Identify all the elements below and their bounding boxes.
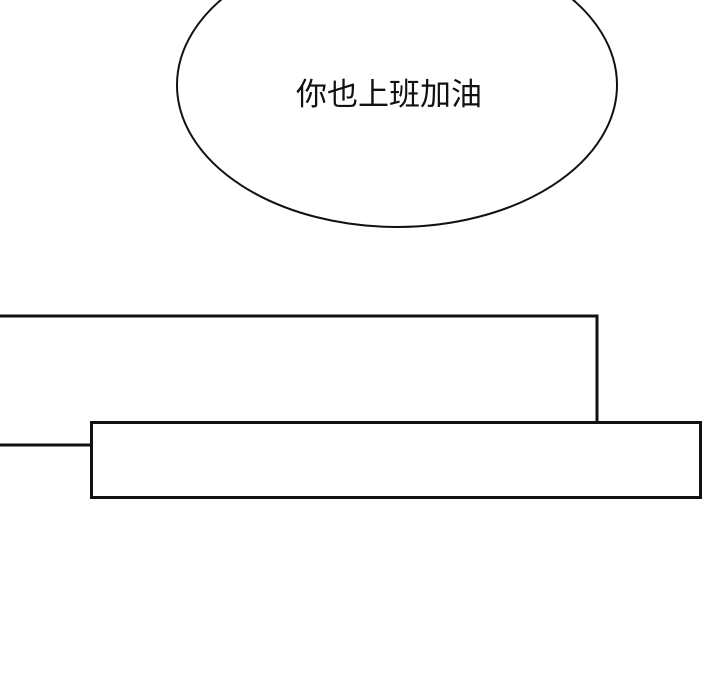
speech-bubble-text: 你也上班加油: [296, 77, 482, 113]
lower-panel-frame: [90, 421, 702, 499]
upper-panel-frame: [0, 314, 599, 423]
speech-bubble: [176, 0, 618, 228]
